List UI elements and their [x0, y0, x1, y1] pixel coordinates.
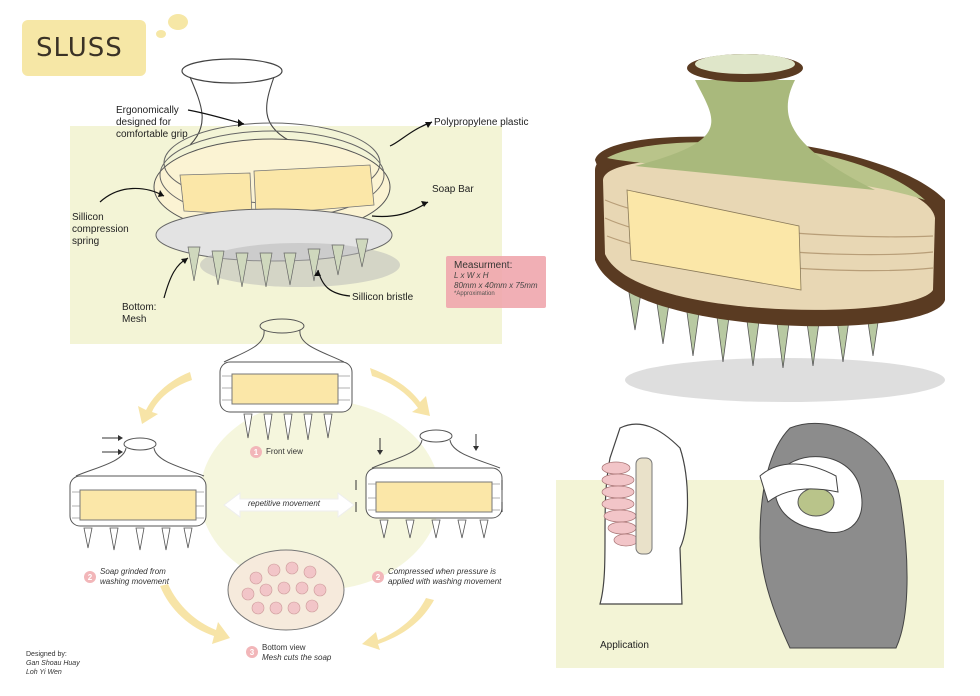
label-line: washing movement	[100, 577, 169, 586]
label-soap-bar: Soap Bar	[432, 184, 474, 195]
compressed-view-label: Compressed when pressure is applied with…	[388, 567, 501, 587]
designer-name: Gan Shoau Huay	[26, 660, 80, 667]
soap-view-label: Soap grinded from washing movement	[100, 567, 169, 587]
label-polypropylene: Polypropylene plastic	[434, 117, 529, 128]
designer-credits: Designed by: Gan Shoau Huay Loh Yi Wen	[26, 650, 80, 677]
side-view-left-sketch	[69, 437, 207, 551]
soap-view-number: 2	[84, 571, 96, 583]
exploded-brush-sketch	[153, 58, 400, 288]
title-splash-dot-small	[156, 30, 166, 38]
application-illustration	[599, 422, 908, 649]
credits-heading: Designed by:	[26, 651, 67, 658]
front-view-number: 1	[250, 446, 262, 458]
measurement-note: *Approximation	[454, 291, 495, 297]
front-view-label: Front view	[266, 447, 303, 456]
label-line: Ergonomically	[116, 105, 179, 116]
label-line: designed for	[116, 117, 172, 128]
label-silicon-spring: Sillicon compression spring	[72, 212, 129, 248]
label-line: Mesh cuts the soap	[262, 653, 332, 662]
label-line: spring	[72, 236, 100, 247]
title-badge: SLUSS	[22, 20, 146, 76]
bottom-view-mesh	[227, 549, 345, 631]
label-line: comfortable grip	[116, 129, 188, 140]
label-line: Sillicon	[72, 212, 104, 223]
label-line: Bottom:	[122, 302, 157, 313]
designer-name: Loh Yi Wen	[26, 669, 62, 676]
label-line: Mesh	[122, 314, 147, 325]
bottom-view-number: 3	[246, 646, 258, 658]
front-view-sketch	[219, 318, 353, 441]
repetitive-movement-label: repetitive movement	[248, 499, 321, 508]
measurement-box: Measurment: L x W x H 80mm x 40mm x 75mm…	[446, 256, 546, 308]
application-label: Application	[600, 640, 649, 651]
bottom-view-label: Bottom view Mesh cuts the soap	[262, 643, 331, 663]
label-ergonomic-grip: Ergonomically designed for comfortable g…	[116, 105, 188, 141]
label-bottom-mesh: Bottom: Mesh	[122, 302, 156, 326]
callout-arrows	[99, 109, 433, 299]
label-line: Compressed when pressure is	[388, 567, 497, 576]
measurement-dims-value: 80mm x 40mm x 75mm	[454, 281, 538, 290]
label-silicon-bristle: Sillicon bristle	[352, 292, 414, 303]
product-title: SLUSS	[36, 33, 123, 63]
label-line: Bottom view	[262, 643, 306, 652]
label-line: compression	[72, 224, 129, 235]
side-view-right-sketch	[365, 429, 503, 539]
measurement-dims-label: L x W x H	[454, 271, 489, 280]
label-line: applied with washing movement	[388, 577, 502, 586]
cycle-arrows	[138, 368, 434, 650]
title-splash-dot	[168, 14, 188, 30]
compressed-view-number: 2	[372, 571, 384, 583]
label-line: Soap grinded from	[100, 567, 166, 576]
force-arrows	[102, 434, 503, 512]
repetitive-movement-arrow	[223, 492, 355, 518]
measurement-title: Measurment:	[454, 260, 513, 271]
rendered-brush	[595, 54, 945, 402]
